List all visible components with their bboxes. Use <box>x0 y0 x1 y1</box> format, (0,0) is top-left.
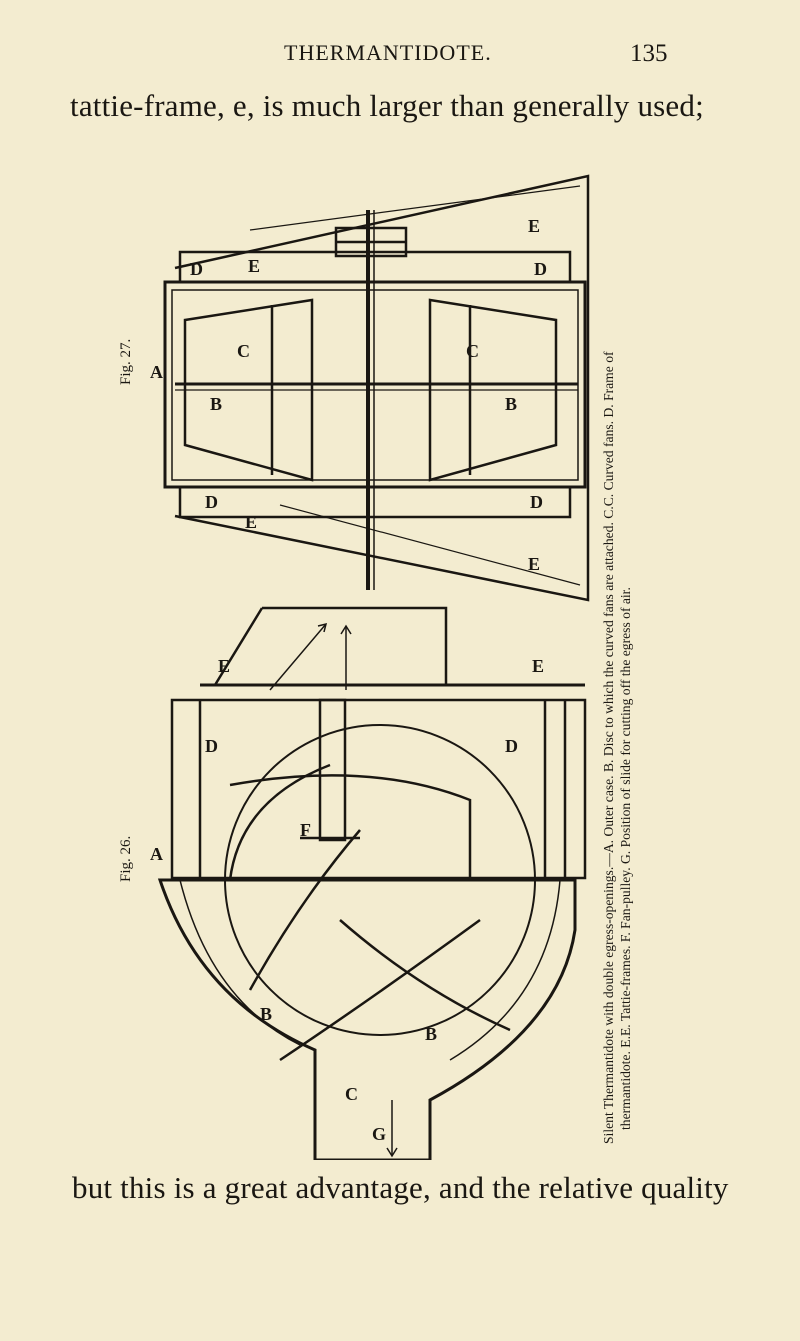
fig26-housing <box>157 878 577 1160</box>
thermantidote-illustration: E E D D C C B B A D D E E E E D D A F B … <box>150 174 590 1160</box>
fig27-label-a: A <box>150 362 163 382</box>
fig26-label-b-left: B <box>260 1004 272 1024</box>
fig27-tattie-frame-bottom <box>178 485 572 519</box>
fig27-fan-left <box>183 298 314 482</box>
fig27-label-d-left: D <box>190 259 203 279</box>
figure-caption-line-2: thermantidote. E.E. Tattie-frames. F. Fa… <box>618 587 633 1130</box>
fig26-fan-1 <box>248 829 361 991</box>
fig26-label-a: A <box>150 844 163 864</box>
page-number: 135 <box>630 40 668 67</box>
fig27-label-d-bottom-right: D <box>530 492 543 512</box>
fig27-label-d-right: D <box>534 259 547 279</box>
fig27-label-e-bottom: E <box>245 512 257 532</box>
fig27-label-c-right: C <box>466 341 479 361</box>
fig26-label-e-right: E <box>532 656 544 676</box>
body-text-line-bottom: but this is a great advantage, and the r… <box>72 1170 729 1205</box>
fig26-label-d-right: D <box>505 736 518 756</box>
fig27-label-c-left: C <box>237 341 250 361</box>
fig26-label-b-right: B <box>425 1024 437 1044</box>
fig26-label-c-bottom: C <box>345 1084 358 1104</box>
fig27-label-b-right: B <box>505 394 517 414</box>
running-title: THERMANTIDOTE. <box>284 40 492 65</box>
fig26-fan-4 <box>228 763 331 881</box>
fig27-fan-right <box>428 298 558 482</box>
fig27-outer-case <box>174 174 590 602</box>
fig27-label-d-bottom-left: D <box>205 492 218 512</box>
body-text-line-top: tattie-frame, e, is much larger than gen… <box>70 88 704 123</box>
fig27-label-e-top: E <box>528 216 540 236</box>
fig26-label-d-left: D <box>205 736 218 756</box>
fig26-frame-d <box>170 698 587 880</box>
fig26-arrow-up-left <box>269 623 327 691</box>
fig26-label-g: G <box>372 1124 386 1144</box>
figure-caption: Silent Thermantidote with double egress-… <box>600 144 634 1144</box>
fig27-label-e-left: E <box>248 256 260 276</box>
fig26-label-f: F <box>300 820 311 840</box>
running-head: THERMANTIDOTE. 135 <box>0 40 800 76</box>
fig27-label-e-right: E <box>528 554 540 574</box>
fig26-label-e-left: E <box>218 656 230 676</box>
fig26-shaft <box>318 698 347 842</box>
figure-caption-line-1: Silent Thermantidote with double egress-… <box>601 351 616 1144</box>
fig26-disc <box>229 774 472 880</box>
fig26-fan-3 <box>339 919 511 1032</box>
fig26-fan-2 <box>279 918 481 1062</box>
fig27-label-b-left: B <box>210 394 222 414</box>
